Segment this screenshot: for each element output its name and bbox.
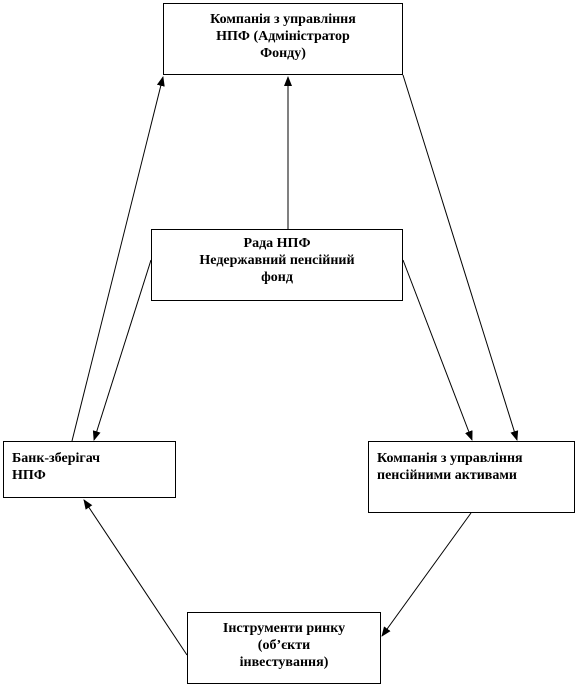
node-admin-line-2: НПФ (Адміністратор — [216, 29, 350, 44]
arrow-asset-to-market — [381, 512, 472, 637]
node-admin-line-3: Фонду) — [260, 46, 306, 61]
node-market-line-1: Інструменти ринку — [222, 621, 346, 636]
node-council-line-2: Недержавний пенсійний — [199, 253, 355, 268]
node-admin-line-1: Компанія з управління — [210, 12, 356, 27]
node-fund-administrator: Компанія з управління НПФ (Адміністратор… — [163, 3, 403, 75]
node-market-line-3: інвестування) — [239, 655, 329, 670]
node-custodian-bank: Банк-зберігач НПФ — [3, 441, 176, 498]
node-bank-line-1: Банк-зберігач — [12, 451, 101, 466]
arrow-council-to-bank — [92, 259, 152, 441]
node-asset-line-2: пенсійними активами — [377, 468, 517, 483]
arrow-bank-to-admin — [71, 76, 165, 442]
node-market-line-2: (об’єкти — [257, 638, 311, 653]
node-fund-council: Рада НПФ Недержавний пенсійний фонд — [151, 229, 403, 301]
node-asset-line-1: Компанія з управління — [377, 451, 523, 466]
node-market-instruments: Інструменти ринку (об’єкти інвестування) — [187, 612, 381, 684]
arrow-admin-to-asset — [402, 74, 519, 441]
node-council-line-3: фонд — [261, 270, 293, 285]
node-council-line-1: Рада НПФ — [243, 236, 311, 251]
node-asset-manager: Компанія з управління пенсійними активам… — [368, 441, 575, 513]
node-bank-line-2: НПФ — [12, 468, 46, 483]
arrow-market-to-bank — [83, 499, 188, 656]
arrow-council-to-asset — [402, 259, 473, 441]
